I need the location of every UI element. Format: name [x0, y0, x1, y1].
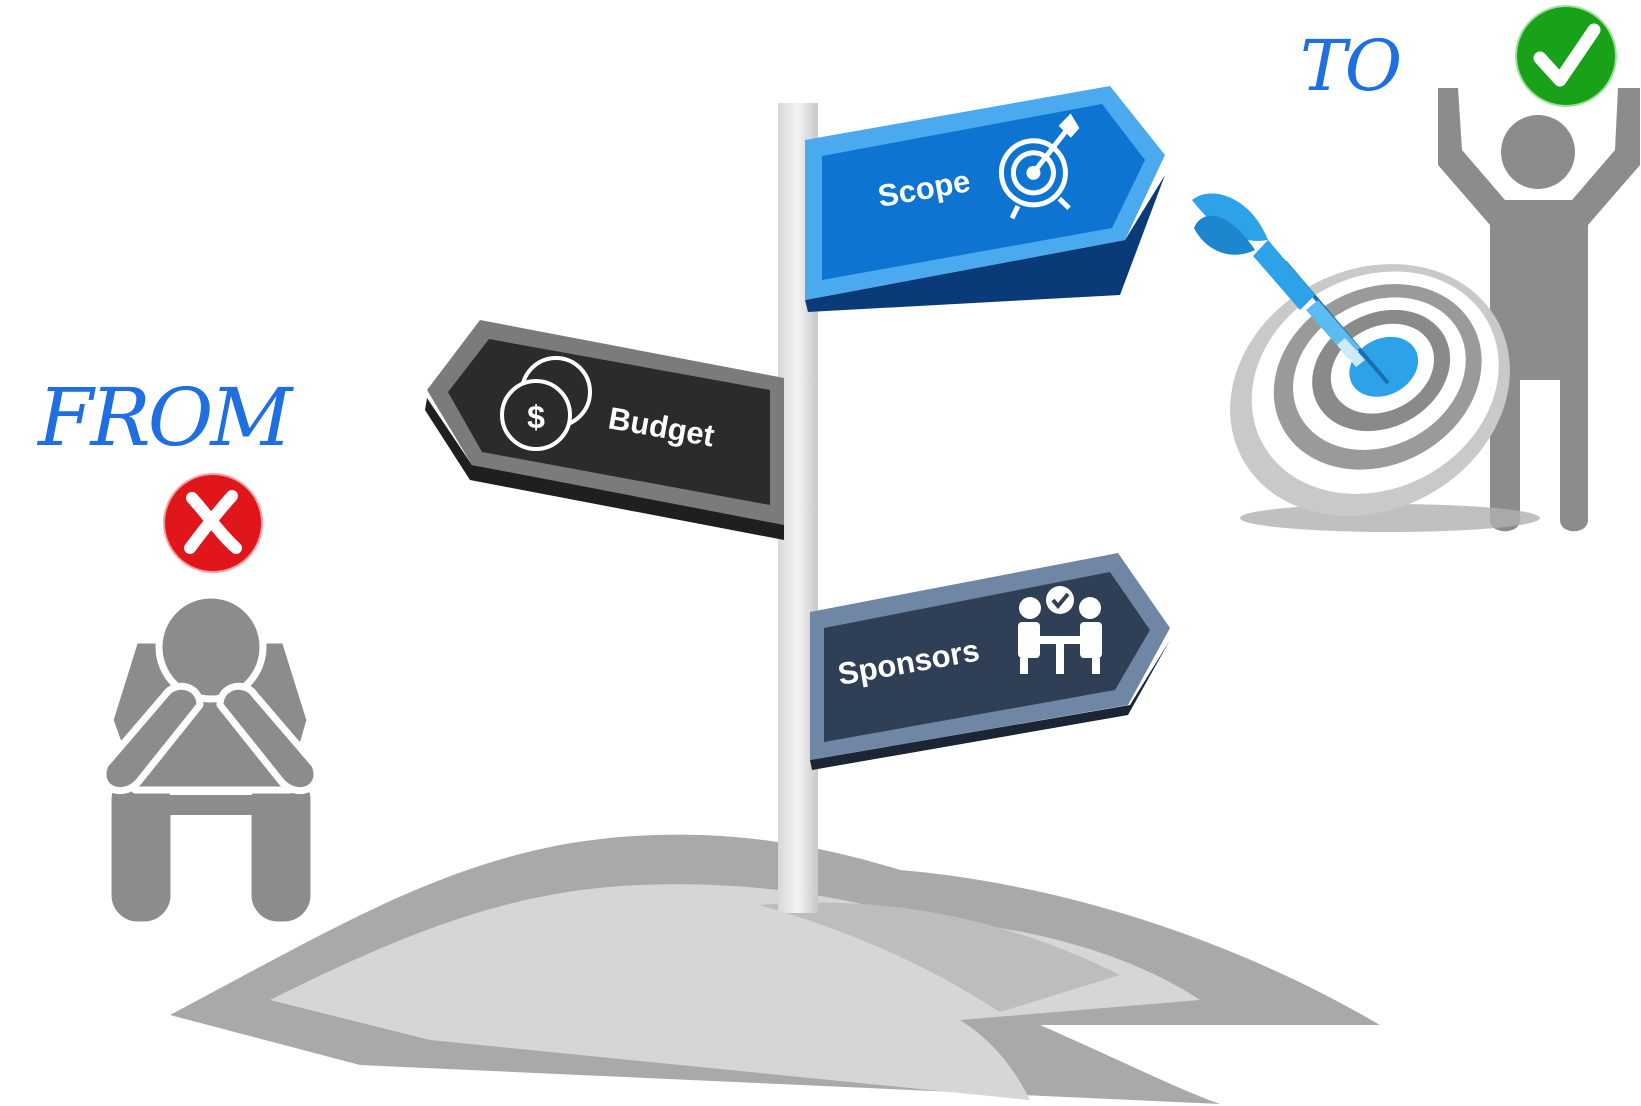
- sign-scope: Scope: [805, 86, 1165, 312]
- happy-person-figure: [1438, 88, 1640, 532]
- dollar-symbol: $: [527, 399, 545, 435]
- ground-hill: [170, 834, 1380, 1104]
- dartboard-target: [1230, 264, 1540, 532]
- from-caption: FROM: [36, 371, 294, 464]
- sign-sponsors: Sponsors: [810, 553, 1170, 770]
- sad-person-figure: [99, 591, 321, 929]
- meeting-people-icon: [1018, 586, 1102, 674]
- dart-icon: [1192, 193, 1390, 385]
- check-icon: [1515, 5, 1617, 107]
- cross-icon: [163, 473, 263, 573]
- dollar-coins-icon: $: [500, 356, 592, 451]
- to-caption: TO: [1300, 25, 1401, 107]
- target-arrow-icon: [998, 113, 1080, 220]
- sign-budget: $ Budget: [425, 320, 784, 540]
